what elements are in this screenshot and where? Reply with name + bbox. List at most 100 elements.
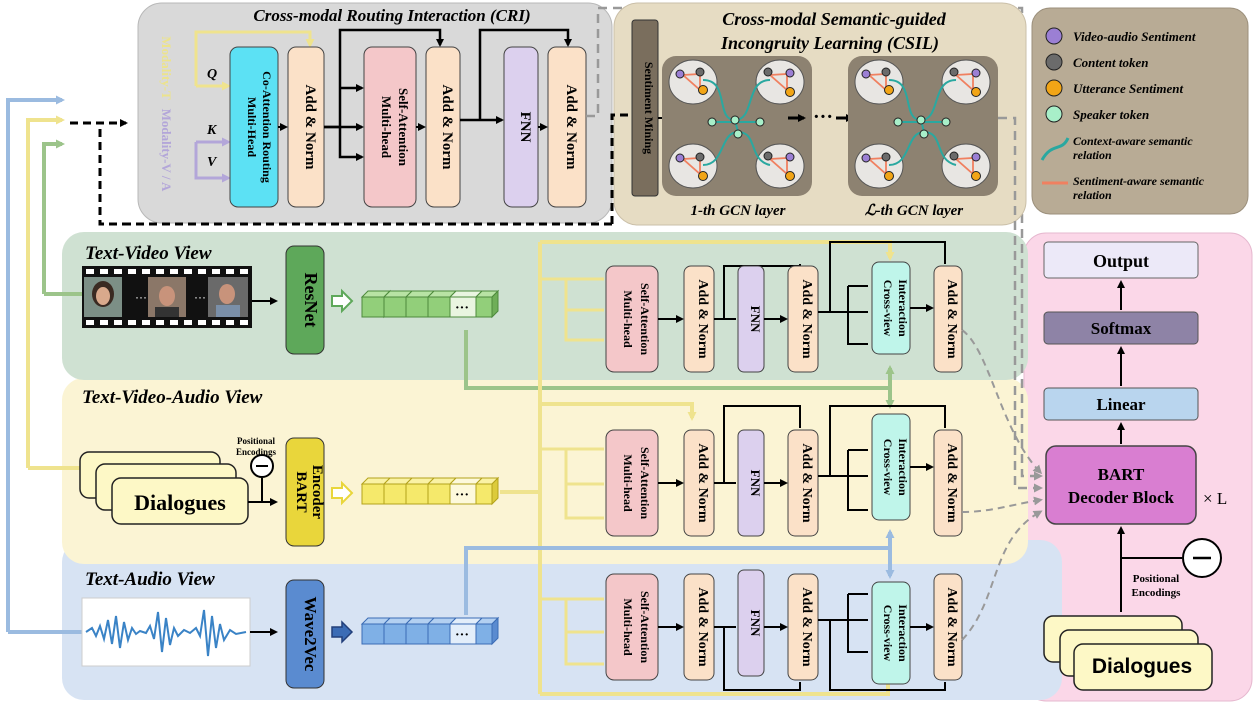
tva-encoder-row: Multi-head Self-Attention Add & Norm FNN… — [540, 405, 963, 537]
bart-encoder-label-2: Encoder — [309, 465, 325, 520]
tva-fnn-label: FNN — [748, 470, 763, 497]
cri-addnorm-1-label: Add & Norm — [302, 85, 318, 171]
tva-view-title: Text-Video-Audio View — [82, 387, 263, 408]
ta-addnorm-1-label: Add & Norm — [695, 587, 710, 667]
tva-addnorm-1-label: Add & Norm — [695, 443, 710, 523]
linear-label: Linear — [1096, 395, 1146, 414]
legend-video-audio-swatch — [1045, 27, 1063, 45]
gcn-layer-1-graph — [668, 59, 805, 189]
ta-mhsa-label-1: Multi-head — [621, 598, 635, 656]
legend-speaker-label: Speaker token — [1073, 107, 1149, 122]
audio-feature-tokens — [360, 616, 500, 646]
modality-va-label: Modality-V / A — [159, 109, 174, 192]
audio-waveform-image — [81, 597, 251, 667]
cri-mhsa-label-2: Self-Attention — [396, 88, 411, 167]
cri-addnorm-2 — [425, 46, 461, 208]
wave2vec-label: Wave2Vec — [301, 597, 320, 672]
tva-cross-label-1: Cross-view — [881, 439, 895, 496]
legend-content-swatch — [1045, 53, 1063, 71]
sentiment-mining-box — [631, 19, 659, 197]
k-label: K — [206, 123, 218, 138]
svg-text:···: ··· — [194, 290, 206, 304]
legend-utterance-label: Utterance Sentiment — [1073, 81, 1184, 96]
gcn-layer-l-label: ℒ-th GCN layer — [865, 203, 963, 219]
video-feature-tokens — [360, 289, 500, 319]
wave2vec-box — [285, 579, 325, 689]
legend-context-label-1: Context-aware semantic — [1073, 134, 1193, 148]
legend-sentiment-label-2: relation — [1073, 188, 1112, 202]
tv-view-title: Text-Video View — [85, 243, 212, 264]
co-attention-label-1: Multi-Head — [245, 97, 259, 157]
decoder-pos-label-2: Encodings — [1132, 587, 1182, 599]
csil-title-2: Incongruity Learning (CSIL) — [720, 33, 939, 54]
tv-addnorm-2-label: Add & Norm — [799, 279, 814, 359]
bart-encoder-label-1: BART — [293, 471, 309, 512]
softmax-box — [1043, 311, 1199, 345]
decoder-dialogues-label: Dialogues — [1092, 655, 1192, 678]
bart-encoder-box — [285, 437, 325, 547]
decoder-times-l: × L — [1203, 489, 1227, 508]
tv-addnorm-1-label: Add & Norm — [695, 279, 710, 359]
output-label: Output — [1093, 251, 1149, 271]
decoder-dialogues-input — [1043, 615, 1213, 691]
ta-token-dots: ··· — [455, 628, 469, 643]
legend-content-label: Content token — [1073, 55, 1149, 70]
sentiment-mining-label: Sentiment Mining — [642, 62, 656, 154]
q-label: Q — [207, 67, 217, 82]
decoder-pos-label-1: Positional — [1133, 573, 1179, 585]
tva-cross-label-2: Interaction — [896, 438, 910, 496]
tv-fnn-label: FNN — [748, 306, 763, 333]
ta-cross-label-2: Interaction — [896, 604, 910, 662]
dialogues-label: Dialogues — [134, 490, 226, 515]
cri-addnorm-3 — [547, 46, 587, 208]
ta-addnorm-2-label: Add & Norm — [799, 587, 814, 667]
linear-box — [1043, 387, 1199, 421]
ta-encoder-row: Multi-head Self-Attention Add & Norm FNN… — [540, 569, 963, 691]
text-feature-tokens — [360, 476, 500, 506]
tva-pos-label-1: Positional — [237, 436, 276, 446]
modality-t-label: Modality-T — [159, 36, 174, 100]
resnet-label: ResNet — [301, 273, 321, 328]
tva-mhsa-label-1: Multi-head — [621, 454, 635, 512]
gcn-dots: ··· — [813, 106, 833, 128]
csil-title-1: Cross-modal Semantic-guided — [722, 9, 947, 29]
legend-speaker-swatch — [1045, 105, 1063, 123]
tv-cross-label-2: Interaction — [896, 279, 910, 337]
tva-pos-label-2: Encodings — [236, 447, 277, 457]
gcn-layer-l-graph — [854, 59, 991, 189]
cri-addnorm-2-label: Add & Norm — [439, 85, 455, 171]
legend-video-audio-label: Video-audio Sentiment — [1073, 29, 1196, 44]
tv-cross-label-1: Cross-view — [881, 280, 895, 337]
tv-mhsa-label-2: Self-Attention — [638, 283, 652, 355]
decoder-label-1: BART — [1098, 465, 1145, 484]
tva-addnorm-2-label: Add & Norm — [799, 443, 814, 523]
v-label: V — [207, 155, 218, 170]
dialogues-input — [79, 451, 249, 525]
resnet-box — [285, 245, 325, 355]
gcn-layer-1-label: 1-th GCN layer — [691, 203, 786, 219]
ta-mhsa-label-2: Self-Attention — [638, 591, 652, 663]
legend-panel — [1031, 7, 1249, 215]
cri-title: Cross-modal Routing Interaction (CRI) — [253, 6, 530, 25]
cri-mhsa-label-1: Multi-head — [379, 96, 394, 159]
ta-cross-label-1: Cross-view — [881, 605, 895, 662]
cri-addnorm-3-label: Add & Norm — [563, 85, 579, 171]
ta-addnorm-3-label: Add & Norm — [944, 587, 959, 667]
ta-fnn-label: FNN — [748, 610, 763, 637]
decoder-label-2: Decoder Block — [1068, 488, 1174, 507]
tva-mhsa-label-2: Self-Attention — [638, 447, 652, 519]
co-attention-label-2: Co-Attention Routing — [260, 71, 274, 183]
bart-decoder-block — [1045, 445, 1197, 525]
ta-view-title: Text-Audio View — [85, 569, 215, 590]
video-frames-image: ··· ··· — [82, 266, 252, 328]
legend-sentiment-label-1: Sentiment-aware semantic — [1073, 174, 1205, 188]
tv-addnorm-3-label: Add & Norm — [944, 279, 959, 359]
softmax-label: Softmax — [1091, 319, 1152, 338]
output-box — [1043, 241, 1199, 279]
svg-text:···: ··· — [135, 290, 147, 304]
legend-items: Video-audio Sentiment Content token Utte… — [1040, 27, 1205, 202]
tva-token-dots: ··· — [455, 488, 469, 503]
cri-fnn-label: FNN — [517, 112, 533, 143]
legend-utterance-swatch — [1045, 79, 1063, 97]
